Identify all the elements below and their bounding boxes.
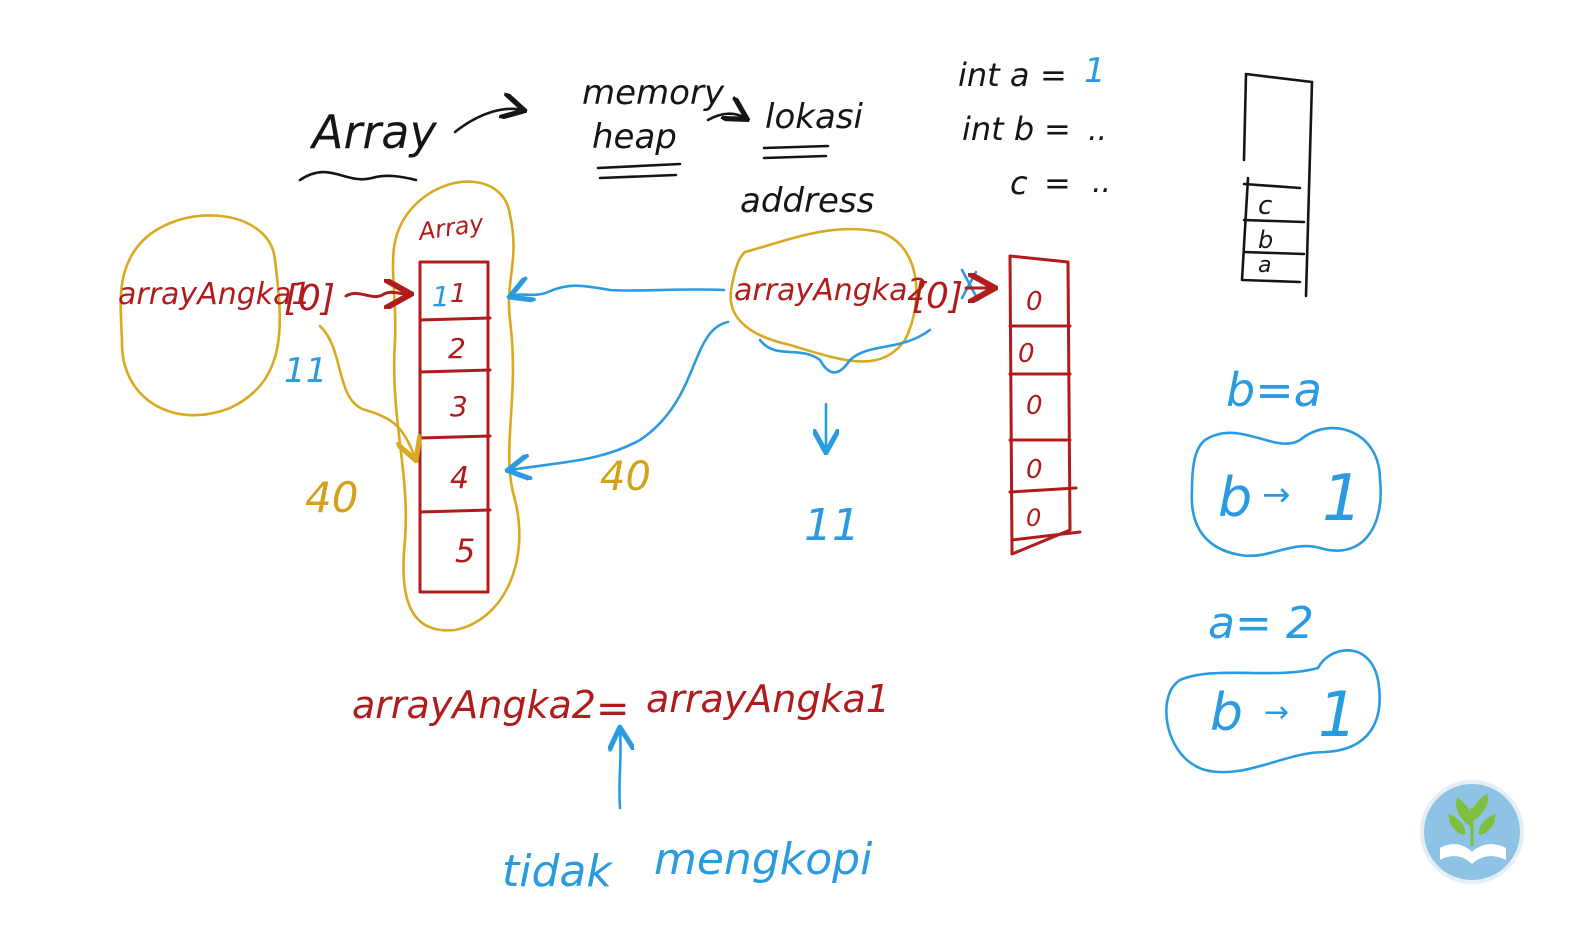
note-box2-var: b <box>1210 683 1243 743</box>
note-b-eq-a: b=a <box>1226 363 1322 417</box>
arrayangka1-group: arrayAngka1 [0] 11 40 <box>118 214 415 522</box>
arrayangka2-reassign-arrow <box>510 320 730 470</box>
logo-sprout-icon <box>1448 793 1496 846</box>
arrayangka2-size: 40 <box>600 454 651 500</box>
zero-cell-value: 0 <box>1026 391 1043 421</box>
heap-cell-divider <box>418 508 492 514</box>
heap-array-gold-outline <box>391 180 521 632</box>
var-eq: = <box>1040 56 1067 94</box>
array-heading: Array <box>309 105 437 159</box>
arrayangka1-size: 40 <box>305 473 358 522</box>
memory-label: memory <box>582 73 725 113</box>
heap-cell-divider <box>418 316 492 322</box>
address-label: address <box>740 181 874 221</box>
zero-cell-value: 0 <box>1026 455 1043 485</box>
arrayangka1-size-arrow <box>318 324 415 458</box>
assignment-right: arrayAngka1 <box>646 677 890 721</box>
var-decl: c <box>1010 164 1028 202</box>
lokasi-underline <box>762 144 830 160</box>
stack-frame <box>1240 72 1314 298</box>
zero-cell-divider <box>1008 486 1078 494</box>
note-word-tidak: tidak <box>502 846 613 897</box>
note-word-mengkopi: mengkopi <box>654 834 873 885</box>
zero-cell-value: 0 <box>1018 339 1035 369</box>
arrayangka2-gold-outline <box>729 227 918 363</box>
heap-cell-value: 5 <box>455 532 475 570</box>
heap-cell-divider <box>418 368 492 374</box>
heap-cell-overwrite: 1 <box>432 280 450 313</box>
stack-cell-divider <box>1242 218 1306 224</box>
note-box2-value: 1 <box>1318 678 1357 751</box>
stack-cell-label: b <box>1258 226 1273 254</box>
zero-cell-divider <box>1010 530 1082 542</box>
note-box1-arrow: → <box>1262 475 1291 515</box>
arrayangka1-to-heap-arrow <box>344 292 408 296</box>
heap-cell-value: 3 <box>450 390 468 423</box>
heap-underline <box>596 162 682 180</box>
note-up-arrow <box>619 730 620 810</box>
stack-cell-label: a <box>1258 253 1271 278</box>
right-notes-group: b=a b → 1 a= 2 b → 1 <box>1165 363 1382 774</box>
note-box1-value: 1 <box>1322 462 1363 536</box>
heap-array-group: Array 1 1 2 3 4 5 <box>391 180 521 632</box>
array-heading-underline <box>298 170 418 182</box>
heading-group: Array memory heap lokasi address <box>298 73 874 221</box>
arrayangka2-index: [0] <box>912 276 963 317</box>
arrayangka1-assigned-value: 11 <box>284 351 327 391</box>
var-eq: = <box>1044 164 1071 202</box>
heading-arrow <box>453 109 522 134</box>
var-value: .. <box>1092 165 1111 200</box>
note-box1-outline <box>1190 426 1382 558</box>
note-box2-arrow: → <box>1264 695 1289 730</box>
stack-cell-label: c <box>1258 191 1272 221</box>
arrayangka2-strike <box>960 268 980 302</box>
arrayangka1-index: [0] <box>284 278 335 319</box>
note-box2-outline <box>1165 649 1381 774</box>
note-a-eq-2: a= 2 <box>1208 598 1314 649</box>
heap-cell-value: 4 <box>450 461 469 496</box>
var-decl: int a <box>958 56 1030 94</box>
heap-array-label: Array <box>415 209 486 246</box>
arrayangka1-gold-outline <box>119 214 282 417</box>
stack-cell-divider <box>1242 182 1302 190</box>
arrayangka2-to-heap-arrow <box>512 286 726 296</box>
assignment-left: arrayAngka2 <box>352 683 596 727</box>
assignment-operator: = <box>596 686 630 732</box>
zero-array-frame <box>1008 254 1072 556</box>
var-value: 1 <box>1084 51 1106 91</box>
memory-to-lokasi-arrow <box>706 114 745 120</box>
arrayangka2-group: arrayAngka2 [0] 40 11 <box>510 227 992 551</box>
logo-book-icon <box>1440 844 1506 864</box>
stack-cell-divider <box>1242 250 1306 256</box>
heap-cell-value: 2 <box>448 332 466 365</box>
heap-label: heap <box>592 117 677 157</box>
lokasi-label: lokasi <box>765 97 863 137</box>
zero-cell-value: 0 <box>1026 287 1043 317</box>
var-eq: = <box>1044 110 1071 148</box>
arrayangka2-name: arrayAngka2 <box>734 273 927 308</box>
var-value: .. <box>1088 113 1107 148</box>
heap-array-frame <box>418 260 490 594</box>
variables-group: int a = 1 int b = .. c = .. <box>958 51 1111 202</box>
arrayangka1-name: arrayAngka1 <box>118 277 311 312</box>
channel-logo <box>1420 780 1524 884</box>
arrayangka2-scribble <box>758 328 932 374</box>
zero-cell-value: 0 <box>1026 504 1041 532</box>
assignment-group: arrayAngka2 = arrayAngka1 tidak mengkopi <box>352 677 890 897</box>
heap-cell-value: 1 <box>450 279 467 309</box>
arrayangka2-down-value: 11 <box>804 500 860 551</box>
zero-array-group: 0 0 0 0 0 <box>1008 254 1082 556</box>
heap-cell-divider <box>418 434 492 440</box>
var-decl: int b <box>962 110 1034 148</box>
note-box1-var: b <box>1218 466 1252 529</box>
stack-group: c b a <box>1240 72 1314 298</box>
